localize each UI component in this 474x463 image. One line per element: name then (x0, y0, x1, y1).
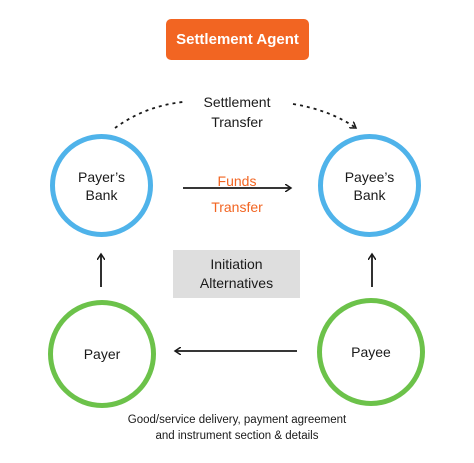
footer-line-1: Good/service delivery, payment agreement (127, 414, 347, 426)
settlement-transfer-line-1: Settlement (203, 94, 271, 110)
settlement-agent-label: Settlement Agent (176, 31, 299, 48)
footer-line-2: and instrument section & details (155, 430, 319, 442)
payee-node: Payee (317, 298, 425, 406)
payers-bank-line-2: Bank (85, 186, 118, 203)
funds-transfer-line-1: Funds (217, 173, 257, 189)
settlement-transfer-label: Settlement Transfer (187, 92, 287, 132)
payees-bank-line-2: Bank (353, 186, 386, 203)
payers-bank-node: Payer’s Bank (50, 134, 153, 237)
footer-caption: Good/service delivery, payment agreement… (110, 412, 364, 444)
payees-bank-node: Payee’s Bank (318, 134, 421, 237)
payee-label: Payee (351, 344, 391, 360)
funds-transfer-line-2: Transfer (211, 199, 263, 215)
settlement-arc-left (114, 101, 184, 129)
payer-label: Payer (83, 346, 121, 362)
funds-transfer-label: Funds Transfer (195, 168, 279, 220)
settlement-arc-right (292, 103, 356, 128)
initiation-line-2: Alternatives (199, 275, 274, 291)
settlement-agent-badge: Settlement Agent (166, 19, 309, 60)
payer-node: Payer (48, 300, 156, 408)
settlement-transfer-line-2: Transfer (211, 114, 263, 130)
initiation-alternatives-box: Initiation Alternatives (173, 250, 300, 298)
initiation-line-1: Initiation (210, 256, 263, 272)
payers-bank-line-1: Payer’s (78, 168, 125, 185)
payees-bank-line-1: Payee’s (344, 168, 395, 185)
